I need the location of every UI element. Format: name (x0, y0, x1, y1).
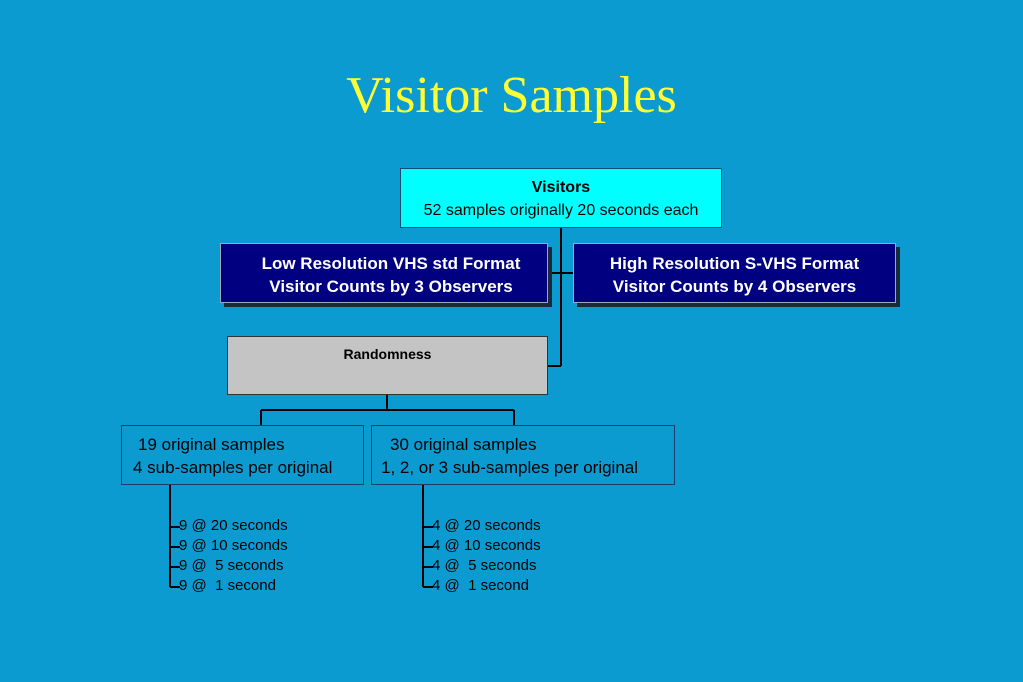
randomness-box: Randomness (227, 336, 548, 395)
page-title: Visitor Samples (346, 67, 677, 124)
visitors-subtext: 52 samples originally 20 seconds each (423, 202, 699, 219)
sample-right-line1: 30 original samples (390, 435, 537, 454)
high-resolution-line2: Visitor Counts by 4 Observers (612, 277, 857, 296)
list-item: 4 @ 20 seconds (432, 517, 541, 534)
high-resolution-line1: High Resolution S-VHS Format (609, 254, 860, 273)
sample-left-line2: 4 sub-samples per original (133, 458, 333, 477)
list-item: 9 @ 1 second (179, 577, 276, 594)
low-resolution-line2: Visitor Counts by 3 Observers (269, 277, 513, 296)
high-resolution-box: High Resolution S-VHS Format Visitor Cou… (573, 243, 896, 303)
list-item: 4 @ 10 seconds (432, 537, 541, 554)
subsample-list-left: 9 @ 20 seconds 9 @ 10 seconds 9 @ 5 seco… (179, 516, 288, 596)
sample-box-left: 19 original samples 4 sub-samples per or… (121, 425, 364, 485)
list-item: 4 @ 5 seconds (432, 557, 537, 574)
list-item: 9 @ 5 seconds (179, 557, 284, 574)
low-resolution-box: Low Resolution VHS std Format Visitor Co… (220, 243, 548, 303)
list-item: 9 @ 20 seconds (179, 517, 288, 534)
sample-box-right: 30 original samples 1, 2, or 3 sub-sampl… (371, 425, 675, 485)
sample-right-line2: 1, 2, or 3 sub-samples per original (381, 458, 639, 477)
randomness-label: Randomness (343, 346, 432, 362)
visitors-box: Visitors 52 samples originally 20 second… (400, 168, 722, 228)
subsample-list-right: 4 @ 20 seconds 4 @ 10 seconds 4 @ 5 seco… (432, 516, 541, 596)
low-resolution-line1: Low Resolution VHS std Format (261, 254, 521, 273)
list-item: 4 @ 1 second (432, 577, 529, 594)
sample-left-line1: 19 original samples (138, 435, 285, 454)
list-item: 9 @ 10 seconds (179, 537, 288, 554)
visitors-heading: Visitors (531, 179, 591, 196)
